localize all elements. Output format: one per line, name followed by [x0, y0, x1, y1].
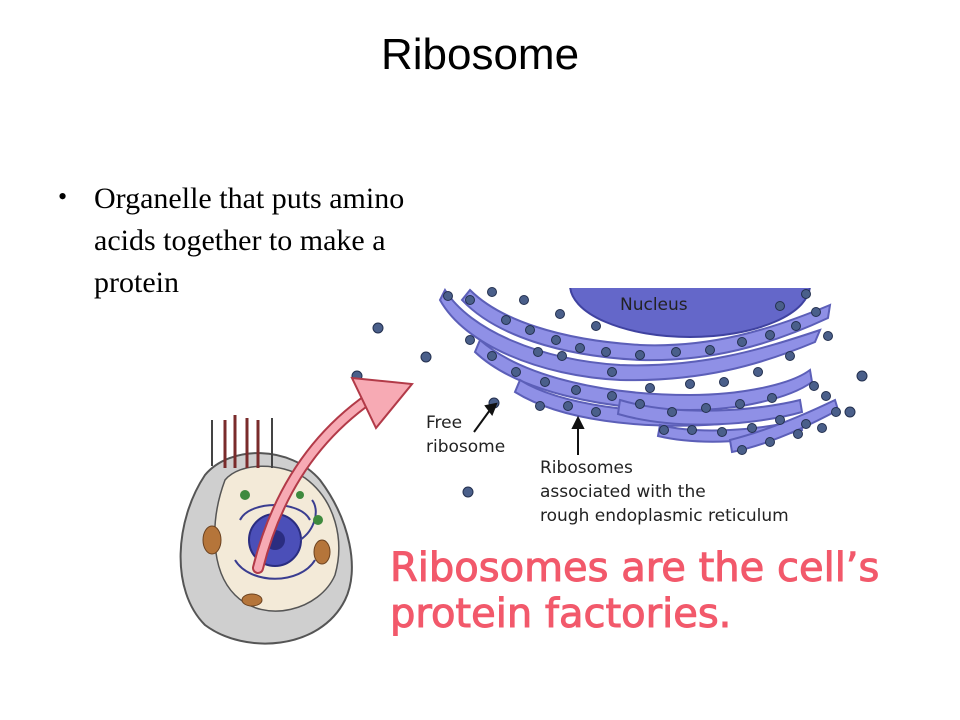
rer-label-3: rough endoplasmic reticulum — [540, 506, 789, 526]
er-zoom-view: Nucleus — [351, 287, 868, 498]
mitochondria — [202, 525, 331, 607]
label-pointers — [473, 402, 585, 455]
zoom-arrow — [252, 376, 414, 574]
caption-text: Ribosomes are the cell’s protein factori… — [390, 545, 880, 638]
nucleus-label: Nucleus — [620, 295, 688, 315]
rer-label-2: associated with the — [540, 482, 706, 502]
bullet-text: Organelle that puts amino acids together… — [94, 182, 405, 299]
slide-title: Ribosome — [380, 30, 580, 79]
rer-label-1: Ribosomes — [540, 458, 633, 478]
nucleus-shape — [569, 288, 811, 338]
vesicles — [240, 490, 323, 525]
ribosome-dots — [351, 287, 868, 498]
free-ribosome-label-1: Free — [426, 413, 462, 433]
bullet-dot-icon: • — [58, 182, 68, 211]
microvilli — [223, 415, 260, 468]
free-ribosome-label-2: ribosome — [426, 437, 505, 457]
